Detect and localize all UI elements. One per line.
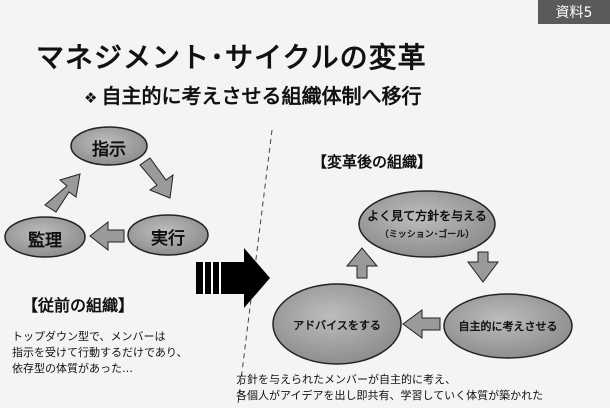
after-heading: 【変革後の組織】 xyxy=(312,153,433,171)
before-node-top-ellipse xyxy=(70,126,148,166)
arrow-plan-to-self-icon xyxy=(467,251,499,283)
before-node-left-label: 監理 xyxy=(28,231,62,251)
after-description-line: 各個人がアイデアを出し即共有、学習していく体質が築かれた xyxy=(236,389,544,402)
transition-arrow-stripes xyxy=(203,262,221,294)
before-description: トップダウン型で、メンバーは 指示を受けて行動するだけであり、 依存型の体質があ… xyxy=(12,329,187,377)
arrow-left-to-top-icon xyxy=(44,173,81,213)
arrow-self-to-advise-icon xyxy=(402,309,441,339)
before-node-right-label: 実行 xyxy=(151,229,185,249)
before-node-left-ellipse xyxy=(4,216,86,258)
slide-subtitle: ❖自主的に考えさせる組織体制へ移行 xyxy=(84,80,421,109)
transition-arrow-icon xyxy=(196,248,270,308)
after-node-top-label: よく見て方針を与える （ミッション･ゴール） xyxy=(359,207,495,240)
after-node-left-ellipse xyxy=(272,283,402,365)
before-node-right-ellipse xyxy=(127,214,209,256)
before-heading: 【従前の組織】 xyxy=(22,296,135,315)
arrow-top-to-right-icon xyxy=(139,157,174,199)
document-tag: 資料5 xyxy=(538,0,610,24)
after-node-top-line2: （ミッション･ゴール） xyxy=(379,230,475,240)
slide-title: マネジメント･サイクルの変革 xyxy=(36,41,427,74)
after-node-right-ellipse xyxy=(443,293,573,359)
before-description-line: トップダウン型で、メンバーは xyxy=(12,330,166,343)
after-description-line: 方針を与えられたメンバーが自主的に考え、 xyxy=(236,373,456,386)
after-arrows xyxy=(345,247,499,339)
before-arrows xyxy=(44,157,174,252)
arrow-advise-to-plan-icon xyxy=(345,247,379,279)
after-node-right-label: 自主的に考えさせる xyxy=(458,320,558,333)
before-description-line: 指示を受けて行動するだけであり、 xyxy=(12,346,188,359)
arrow-right-to-left-icon xyxy=(89,220,125,252)
after-node-left-label: アドバイスをする xyxy=(293,319,381,332)
after-description: 方針を与えられたメンバーが自主的に考え、 各個人がアイデアを出し即共有、学習して… xyxy=(236,372,543,404)
subtitle-text: 自主的に考えさせる組織体制へ移行 xyxy=(101,84,422,108)
after-node-top-ellipse xyxy=(358,190,496,258)
diamond-bullet-icon: ❖ xyxy=(84,89,98,107)
after-node-top-line1: よく見て方針を与える xyxy=(367,209,487,223)
before-description-line: 依存型の体質があった… xyxy=(12,362,133,375)
before-node-top-label: 指示 xyxy=(92,140,126,160)
